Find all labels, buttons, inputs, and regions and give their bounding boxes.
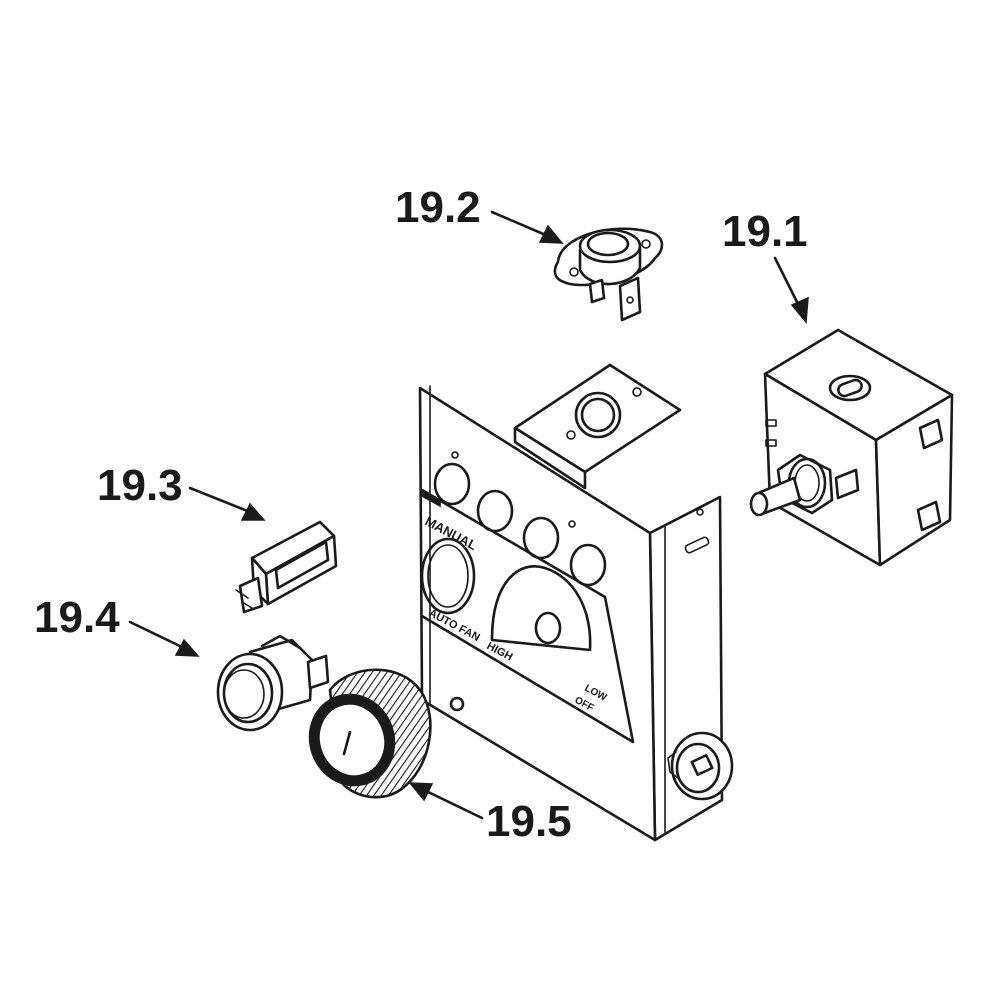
- callout-19-1: 19.1: [722, 207, 808, 256]
- part-19-5-knob: [308, 668, 432, 799]
- part-19-4-round-switch: [216, 634, 330, 732]
- arrow-19-1: [773, 256, 809, 324]
- leader-arrows: [128, 210, 809, 820]
- arrow-19-5: [408, 782, 484, 820]
- callout-19-5: 19.5: [486, 797, 572, 846]
- callout-19-2: 19.2: [395, 183, 481, 232]
- part-19-3-clip: [235, 520, 338, 614]
- callout-19-4: 19.4: [34, 593, 120, 642]
- part-19-1-rotary-switch: [749, 328, 954, 567]
- arrow-19-3: [188, 486, 266, 521]
- part-19-2-thermo-disc: [553, 227, 664, 322]
- arrow-19-4: [128, 620, 200, 657]
- callout-labels: 19.2 19.1 19.3 19.4 19.5: [34, 183, 808, 846]
- arrow-19-2: [490, 210, 564, 244]
- control-panel-bracket: [418, 363, 734, 842]
- callout-19-3: 19.3: [97, 461, 183, 510]
